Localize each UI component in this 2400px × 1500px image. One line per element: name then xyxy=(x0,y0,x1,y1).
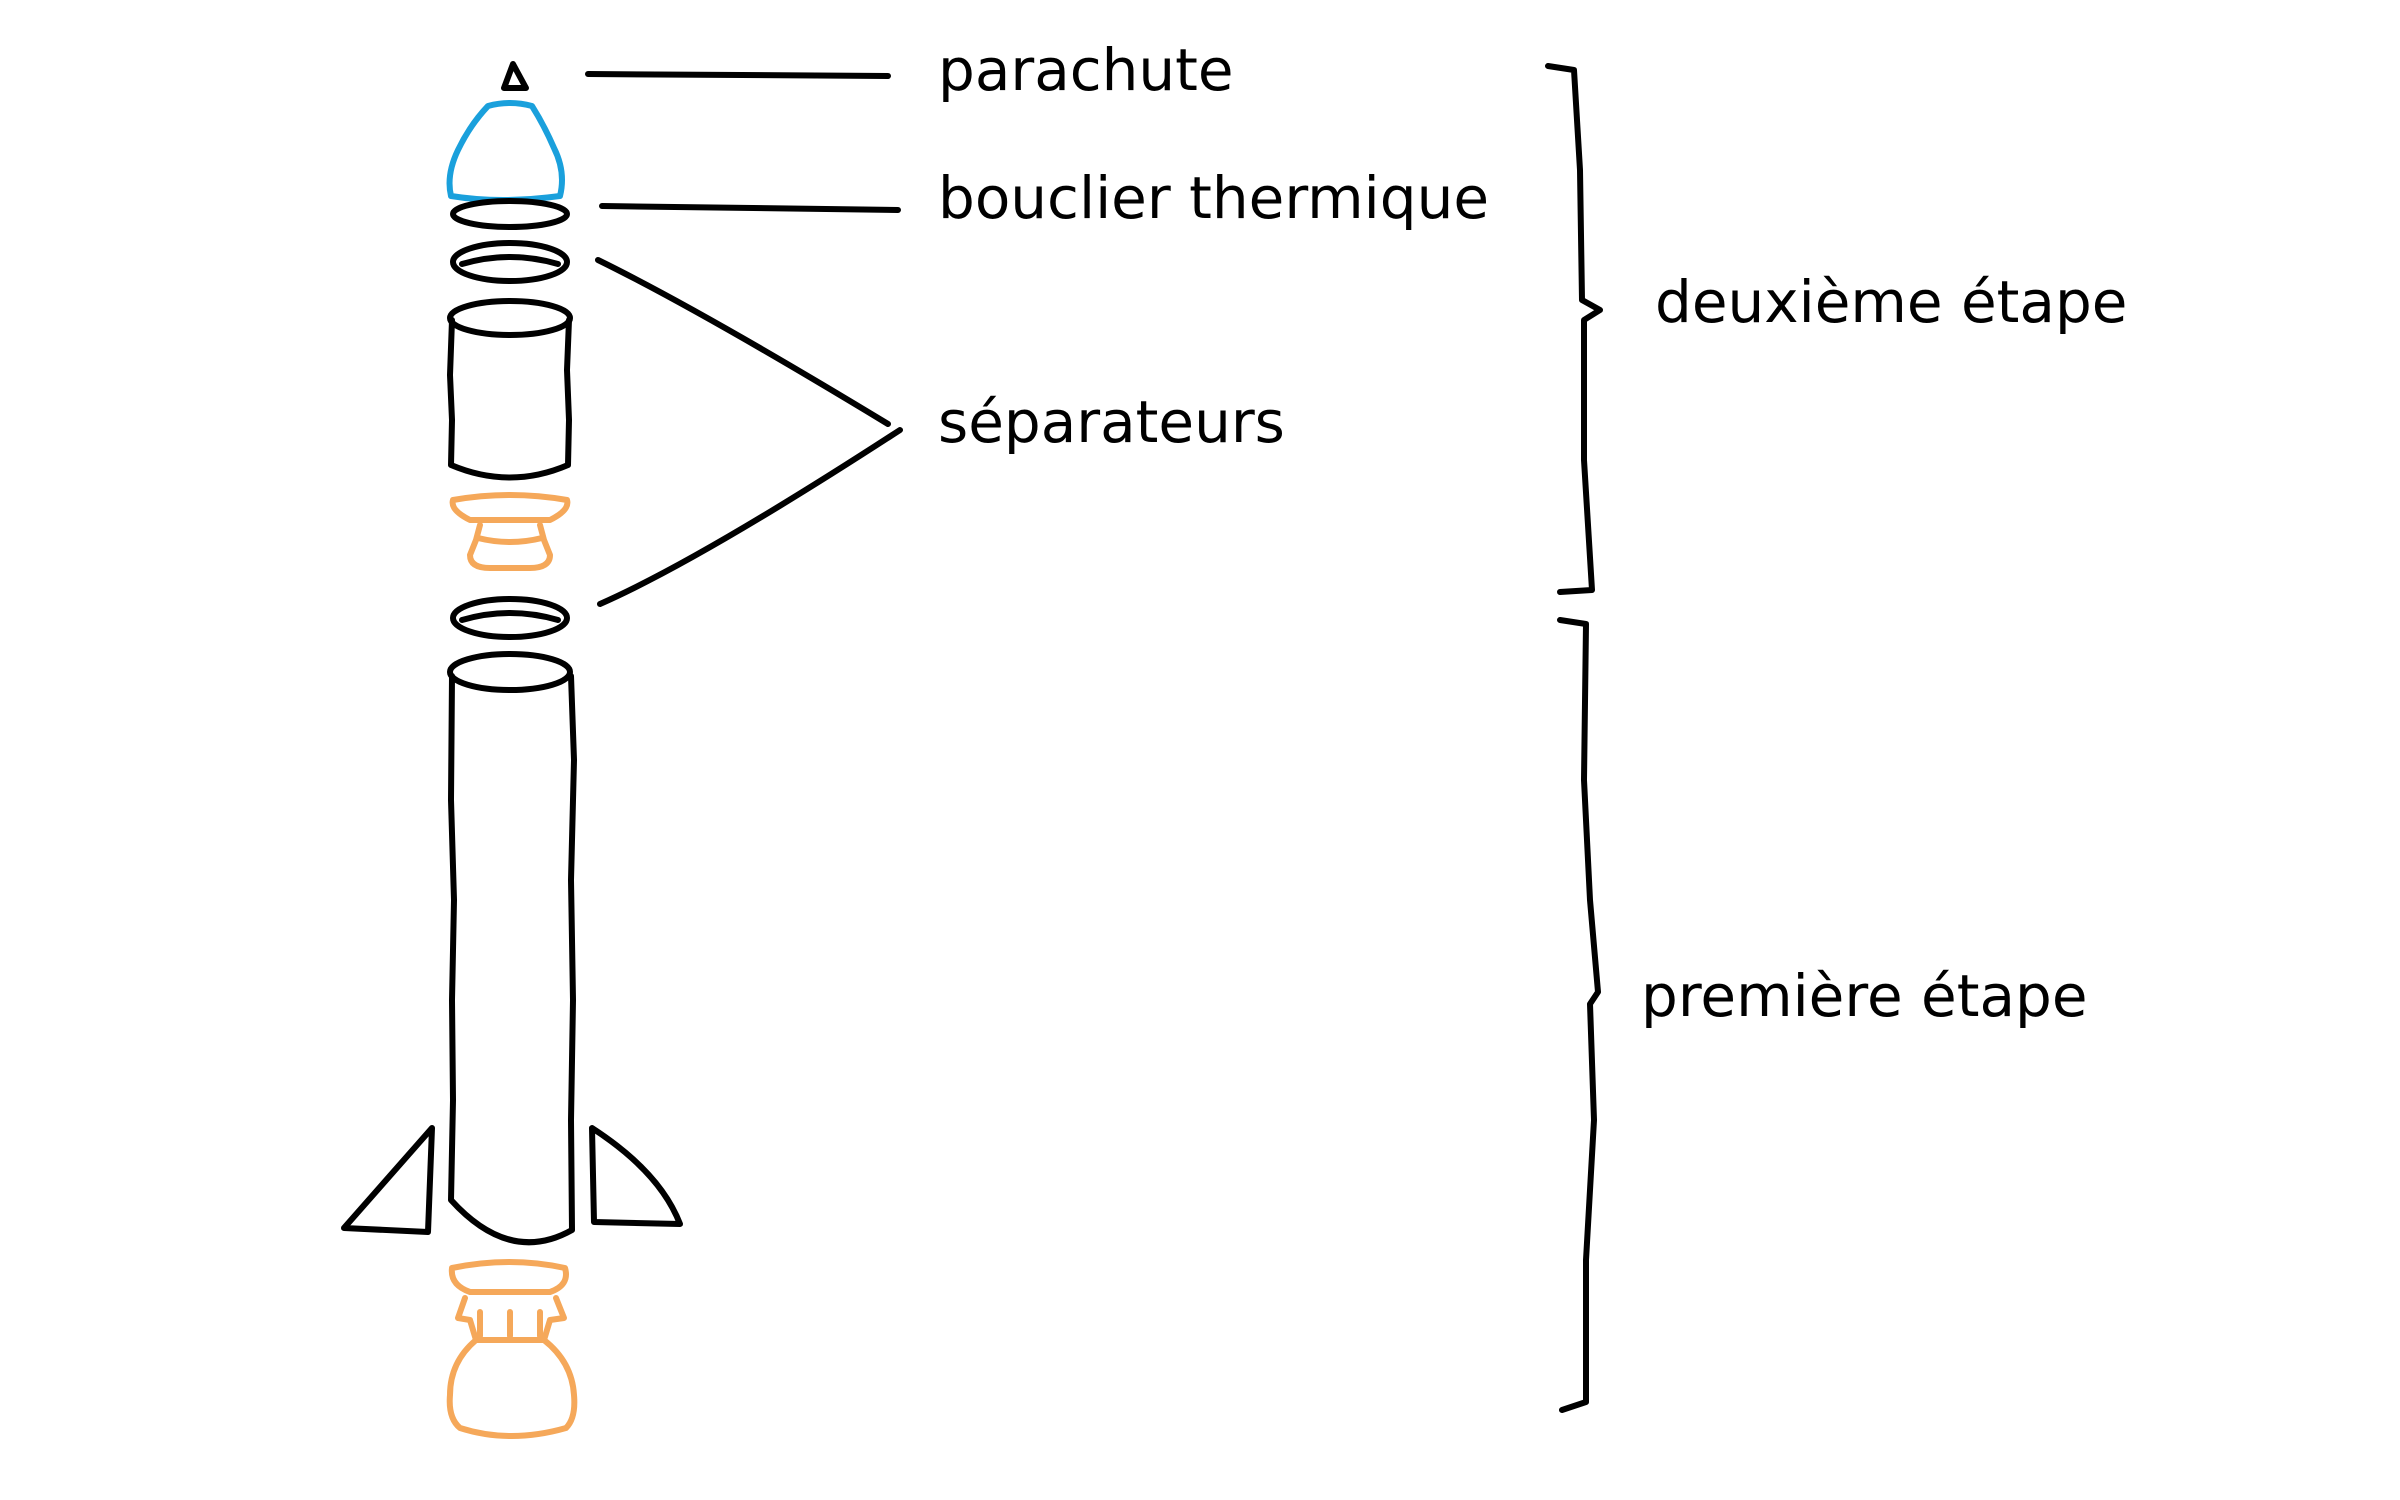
label-parachute: parachute xyxy=(938,36,1234,104)
heat-shield xyxy=(450,198,570,230)
rocket xyxy=(341,61,683,1439)
nose-tip xyxy=(501,61,529,91)
heat-shield-leader xyxy=(599,203,901,213)
second-stage-engine xyxy=(449,492,571,571)
first-stage-body xyxy=(447,651,577,1246)
fin-left xyxy=(341,1125,435,1235)
fin-right xyxy=(589,1125,683,1227)
label-heat-shield: bouclier thermique xyxy=(938,164,1489,232)
first-stage-brace xyxy=(1557,617,1601,1413)
second-stage-brace xyxy=(1545,63,1603,595)
separator-leader-upper xyxy=(595,257,891,427)
parachute-cone xyxy=(446,100,565,203)
leader-lines xyxy=(585,71,903,607)
first-stage-engine xyxy=(446,1259,578,1439)
label-second-stage: deuxième étape xyxy=(1655,268,2127,336)
second-stage-body xyxy=(447,298,573,481)
separator-upper xyxy=(450,240,570,284)
separator-lower xyxy=(450,596,570,640)
parachute-leader xyxy=(585,71,891,79)
label-separators: séparateurs xyxy=(938,388,1285,456)
separator-leader-lower xyxy=(597,427,903,607)
label-first-stage: première étape xyxy=(1641,962,2088,1030)
